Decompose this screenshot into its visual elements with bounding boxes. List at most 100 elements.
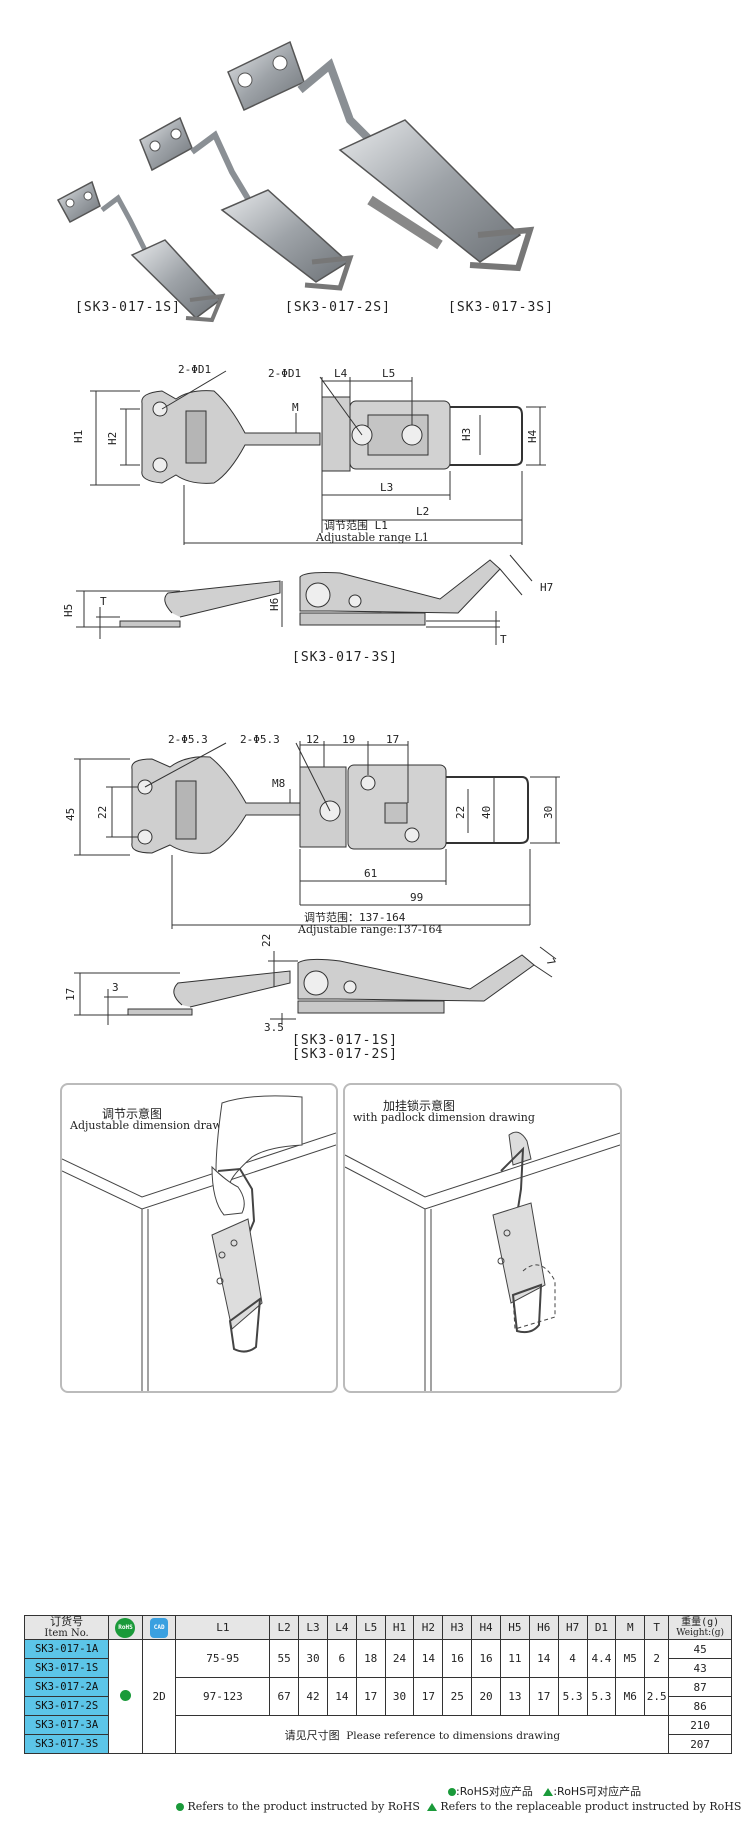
legend-rohs-cn: :RoHS对应产品 (456, 1785, 533, 1798)
range-label-en: Adjustable range L1 (315, 531, 429, 544)
label-h6: H6 (268, 598, 281, 611)
header-d1: D1 (586, 1615, 617, 1640)
dimensions-note-cell: 请见尺寸图 Please reference to dimensions dra… (175, 1715, 670, 1754)
rohs-triangle-icon (426, 1803, 437, 1811)
padlock-illustration-panel: 加挂锁示意图 with padlock dimension drawing (343, 1083, 622, 1393)
value-cell: 18 (355, 1639, 386, 1678)
label-hole-left: 2-Φ5.3 (168, 733, 208, 746)
label-h7: H7 (540, 581, 553, 594)
label-side-7: 7 (543, 956, 558, 968)
label-hole-right: 2-Φ5.3 (240, 733, 280, 746)
value-cell: 5.3 (557, 1677, 588, 1716)
label-m: M (292, 401, 299, 414)
value-cell: 75-95 (175, 1639, 271, 1678)
item-no-cell: SK3-017-3S (23, 1734, 110, 1754)
photo-caption-2s: [SK3-017-2S] (285, 300, 391, 315)
panel-title-en: with padlock dimension drawing (353, 1111, 535, 1124)
value-cell: 4.4 (586, 1639, 617, 1678)
weight-cell: 86 (668, 1696, 732, 1716)
label-h3: H3 (460, 428, 473, 441)
value-cell: 13 (499, 1677, 530, 1716)
label-t-left: T (100, 595, 107, 608)
weight-cell: 43 (668, 1658, 732, 1678)
header-h2: H2 (413, 1615, 444, 1640)
item-no-cell: SK3-017-2S (23, 1696, 110, 1716)
drawing-caption-2s: [SK3-017-2S] (292, 1047, 398, 1062)
value-cell: M6 (615, 1677, 646, 1716)
range-label-en: Adjustable range:137-164 (297, 923, 443, 936)
panel-title-en: Adjustable dimension drawing (70, 1119, 240, 1132)
label-dim-12: 12 (306, 733, 319, 746)
value-cell: 2 (644, 1639, 670, 1678)
plan-view-latch (141, 390, 523, 484)
value-cell: 97-123 (175, 1677, 271, 1716)
legend-rohs-en: Refers to the product instructed by RoHS (187, 1800, 420, 1813)
header-h5: H5 (499, 1615, 530, 1640)
value-cell: 16 (442, 1639, 473, 1678)
value-cell: 24 (384, 1639, 415, 1678)
value-cell: 30 (298, 1639, 328, 1678)
label-l2: L2 (416, 505, 429, 518)
header-rohs: RoHS (108, 1615, 143, 1640)
item-no-cell: SK3-017-2A (23, 1677, 110, 1697)
label-m8: M8 (272, 777, 285, 790)
panel-title-cn: 调节示意图 (102, 1107, 163, 1121)
header-m: M (615, 1615, 646, 1640)
dimension-drawing-top: 2-ΦD1 2-ΦD1 L4 L5 M H1 H2 H3 H4 L3 L2 调节… (62, 363, 553, 646)
header-l2: L2 (269, 1615, 300, 1640)
label-2-d1-right: 2-ΦD1 (268, 367, 301, 380)
header-item-en: Item No. (44, 1628, 89, 1639)
header-h6: H6 (528, 1615, 559, 1640)
value-cell: 14 (326, 1677, 357, 1716)
label-dim-30: 30 (542, 806, 555, 819)
weight-cell: 87 (668, 1677, 732, 1697)
weight-cell: 207 (668, 1734, 732, 1754)
value-cell: 16 (471, 1639, 501, 1678)
label-dim-45: 45 (64, 808, 77, 821)
value-cell: 14 (528, 1639, 559, 1678)
rohs-cell (108, 1639, 143, 1754)
value-cell: 6 (326, 1639, 357, 1678)
latch-medium-image (139, 116, 354, 291)
label-l4: L4 (334, 367, 348, 380)
value-cell: 2.5 (644, 1677, 670, 1716)
legend-cn: :RoHS对应产品 :RoHS可对应产品 (448, 1783, 641, 1799)
range-label-cn: 调节范围：137-164 (304, 910, 406, 924)
value-cell: 67 (269, 1677, 300, 1716)
header-weight: 重量(g) Weight:(g) (668, 1615, 732, 1640)
side-view-latch (74, 946, 557, 1025)
value-cell: 30 (384, 1677, 415, 1716)
header-h7: H7 (557, 1615, 588, 1640)
value-cell: 17 (355, 1677, 386, 1716)
label-dim-40: 40 (480, 806, 493, 819)
header-l5: L5 (355, 1615, 386, 1640)
cad-icon: CAD (150, 1617, 169, 1638)
label-dim-17: 17 (386, 733, 399, 746)
value-cell: 25 (442, 1677, 473, 1716)
dimensions-note-cn: 请见尺寸图 (284, 1728, 340, 1742)
value-cell: 42 (298, 1677, 328, 1716)
header-cad: CAD (141, 1615, 177, 1640)
header-h3: H3 (442, 1615, 473, 1640)
drawing-caption-3s: [SK3-017-3S] (292, 650, 398, 665)
spec-table: 订货号 Item No. RoHS CAD L1 L2 L3 L4 L5 H1 … (23, 1615, 732, 1754)
photo-caption-1s: [SK3-017-1S] (75, 300, 181, 315)
value-cell: 11 (499, 1639, 530, 1678)
table-row: SK3-017-3A 请见尺寸图 Please reference to dim… (23, 1715, 732, 1754)
label-dim-61: 61 (364, 867, 377, 880)
item-no-cell: SK3-017-1A (23, 1639, 110, 1659)
legend-replace-cn: :RoHS可对应产品 (553, 1785, 642, 1798)
value-cell: 55 (269, 1639, 300, 1678)
rohs-icon: RoHS (115, 1617, 136, 1638)
label-l3: L3 (380, 481, 393, 494)
value-cell: 17 (528, 1677, 559, 1716)
header-h1: H1 (384, 1615, 415, 1640)
header-l1: L1 (175, 1615, 271, 1640)
item-no-cell: SK3-017-3A (23, 1715, 110, 1735)
panel-title-cn: 加挂锁示意图 (383, 1099, 456, 1113)
cad-cell: 2D (141, 1639, 177, 1754)
table-row: SK3-017-2A 97-123 67 42 14 17 30 17 25 2… (23, 1677, 732, 1716)
value-cell: 17 (413, 1677, 444, 1716)
header-l4: L4 (326, 1615, 357, 1640)
value-cell: 5.3 (586, 1677, 617, 1716)
